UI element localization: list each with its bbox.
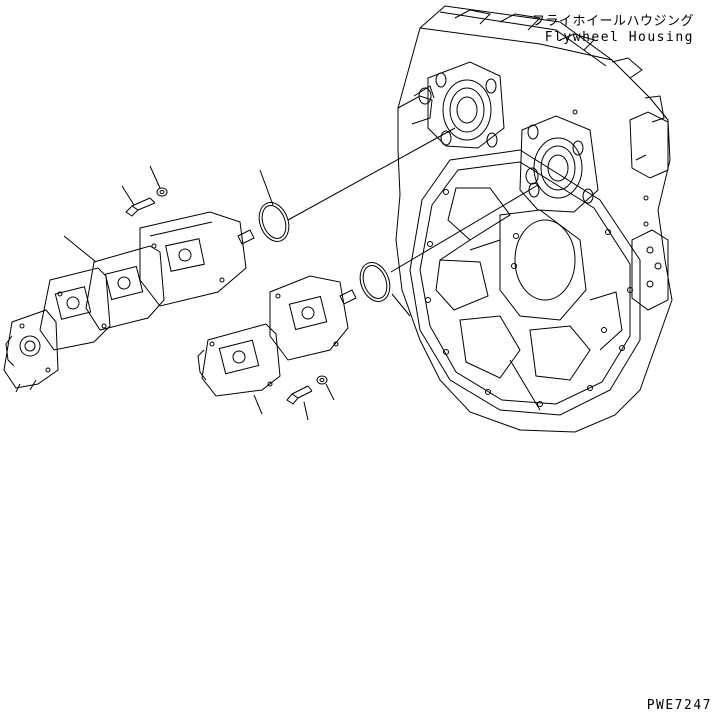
leader-lines	[63, 127, 539, 421]
housing-label-japanese: フライホイールハウジング	[531, 14, 694, 29]
drawing-code: PWE7247	[646, 698, 712, 713]
washer-lower	[316, 375, 328, 385]
hydraulic-pump-large	[3, 211, 255, 393]
washer-upper	[156, 187, 168, 197]
hydraulic-pump-small	[197, 275, 357, 397]
bolt-lower	[286, 385, 313, 405]
housing-label-english: Flywheel Housing	[544, 30, 694, 45]
o-ring-upper	[258, 202, 290, 242]
bolt-upper	[125, 197, 156, 217]
o-ring-lower	[359, 262, 391, 302]
flywheel-housing	[395, 5, 673, 433]
